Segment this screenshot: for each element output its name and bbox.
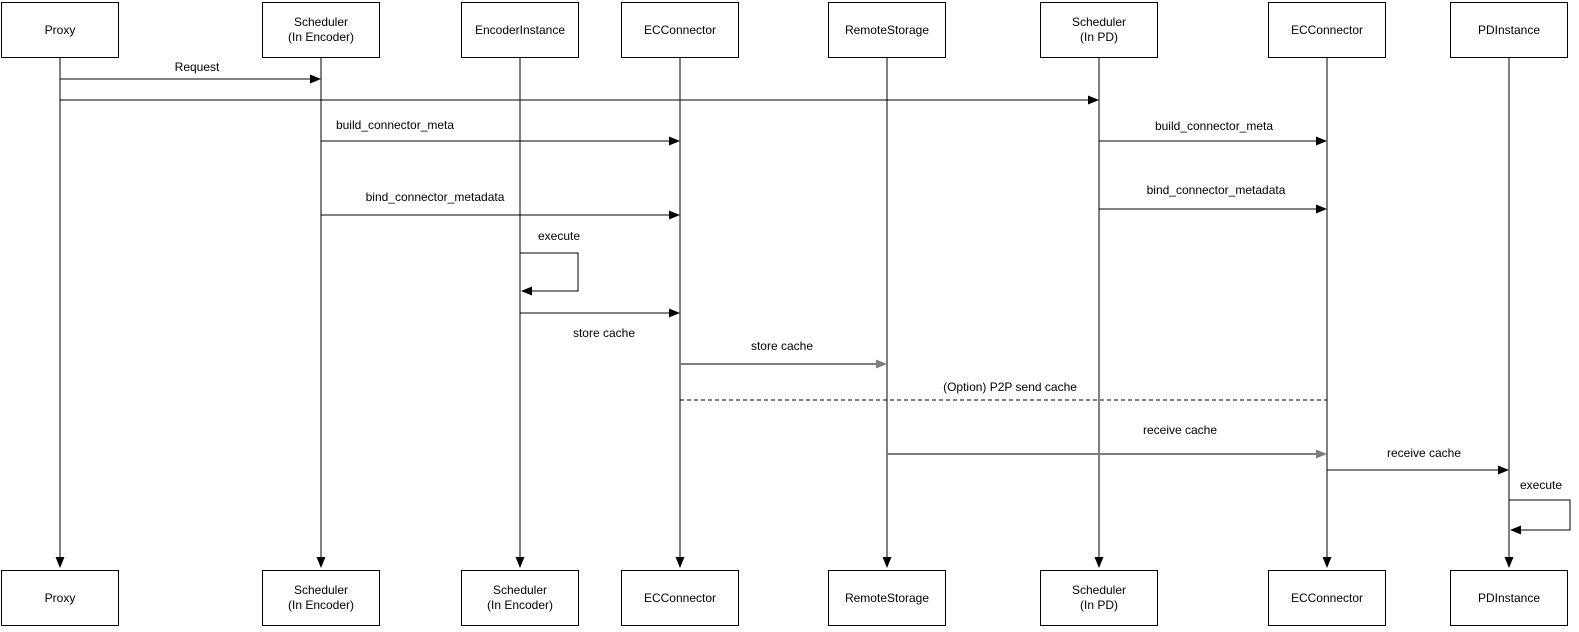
actor-bottom-encoder-instance: Scheduler (In Encoder) xyxy=(461,570,579,626)
arrowhead-icon xyxy=(669,210,680,220)
arrowhead-icon xyxy=(55,557,65,568)
arrowhead-icon xyxy=(1498,465,1509,475)
arrowhead-icon xyxy=(1088,95,1099,105)
actor-top-ec-connector-2: ECConnector xyxy=(1268,2,1386,58)
arrowhead-icon xyxy=(1316,136,1327,146)
arrowhead-icon xyxy=(316,557,326,568)
arrowhead-icon xyxy=(1094,557,1104,568)
arrowhead-icon xyxy=(1322,557,1332,568)
arrowhead-icon xyxy=(1510,525,1521,535)
arrowhead-icon xyxy=(669,136,680,146)
arrowhead-icon xyxy=(675,557,685,568)
actor-bottom-scheduler-pd: Scheduler (In PD) xyxy=(1040,570,1158,626)
self-call-label-0: execute xyxy=(537,229,581,243)
message-label-2: build_connector_meta xyxy=(335,118,455,132)
message-label-3: build_connector_meta xyxy=(1154,119,1274,133)
actor-top-scheduler-encoder: Scheduler (In Encoder) xyxy=(262,2,380,58)
actor-bottom-ec-connector-1: ECConnector xyxy=(621,570,739,626)
message-label-9: receive cache xyxy=(1142,423,1218,437)
actor-top-ec-connector-1: ECConnector xyxy=(621,2,739,58)
message-label-5: bind_connector_metadata xyxy=(1146,183,1286,197)
actor-top-scheduler-pd: Scheduler (In PD) xyxy=(1040,2,1158,58)
arrowhead-icon xyxy=(1316,204,1327,214)
arrowhead-icon xyxy=(521,286,532,296)
arrowhead-icon xyxy=(882,557,892,568)
arrowhead-icon xyxy=(515,557,525,568)
arrowhead-icon xyxy=(1504,557,1514,568)
actor-bottom-scheduler-encoder: Scheduler (In Encoder) xyxy=(262,570,380,626)
message-label-7: store cache xyxy=(750,339,814,353)
actor-bottom-remote-storage: RemoteStorage xyxy=(828,570,946,626)
actor-bottom-proxy: Proxy xyxy=(1,570,119,626)
arrowhead-icon xyxy=(669,308,680,318)
message-label-0: Request xyxy=(174,60,220,74)
self-call-label-1: execute xyxy=(1519,478,1563,492)
arrowhead-icon xyxy=(310,74,321,84)
actor-top-proxy: Proxy xyxy=(1,2,119,58)
actor-bottom-ec-connector-2: ECConnector xyxy=(1268,570,1386,626)
message-label-8: (Option) P2P send cache xyxy=(943,380,1077,394)
message-label-4: bind_connector_metadata xyxy=(365,190,505,204)
actor-top-encoder-instance: EncoderInstance xyxy=(461,2,579,58)
actor-top-remote-storage: RemoteStorage xyxy=(828,2,946,58)
message-label-6: store cache xyxy=(572,326,636,340)
self-call-loop-0 xyxy=(520,252,579,292)
message-label-10: receive cache xyxy=(1386,446,1462,460)
actor-top-pd-instance: PDInstance xyxy=(1450,2,1568,58)
arrowhead-icon xyxy=(876,359,887,369)
actor-bottom-pd-instance: PDInstance xyxy=(1450,570,1568,626)
arrowhead-icon xyxy=(1316,449,1327,459)
self-call-loop-1 xyxy=(1509,499,1571,531)
